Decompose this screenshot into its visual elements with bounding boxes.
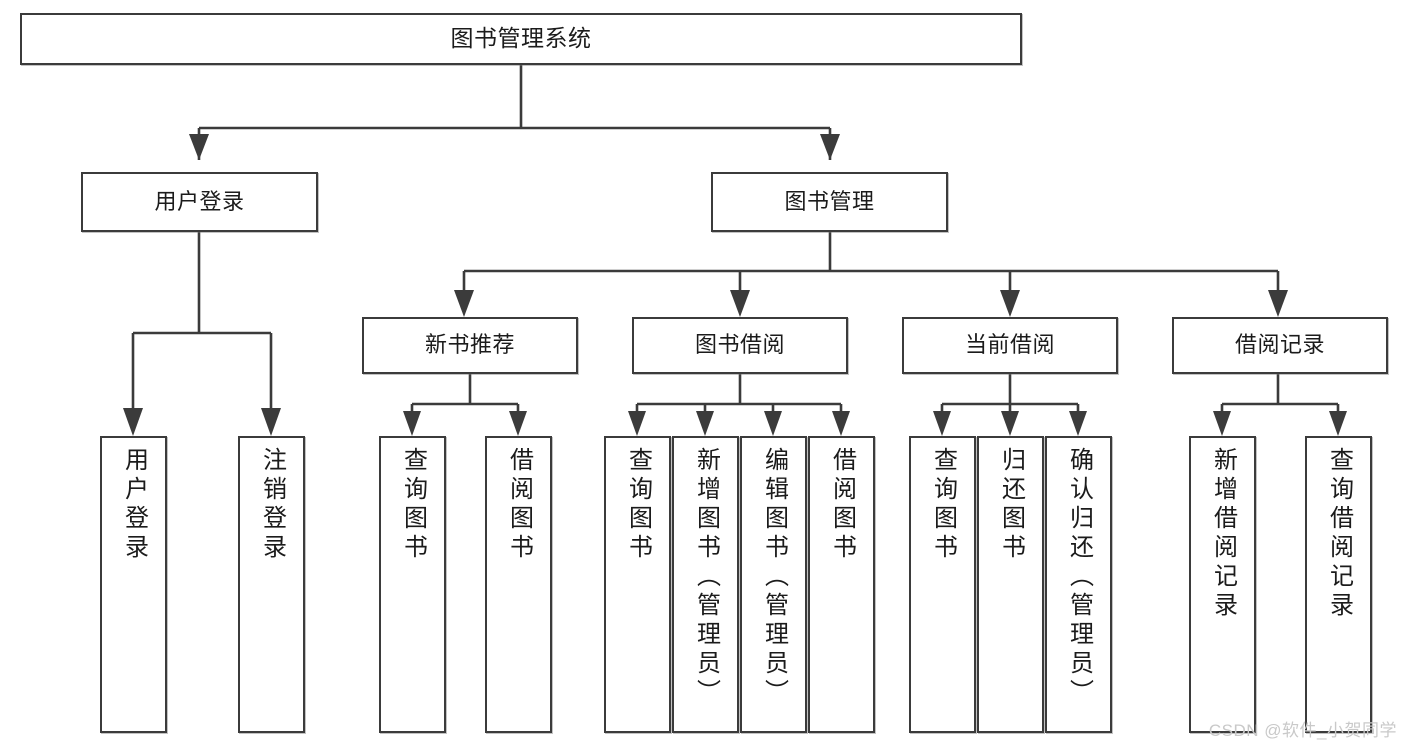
node-leaf-add-borrow-record[interactable]: 新增借阅记录 xyxy=(1189,436,1256,733)
node-leaf-add-book-admin[interactable]: 新增图书（管理员） xyxy=(672,436,739,733)
node-root-book-management-system[interactable]: 图书管理系统 xyxy=(20,13,1022,65)
node-leaf-edit-book-admin[interactable]: 编辑图书（管理员） xyxy=(740,436,807,733)
node-label: 确认归还（管理员） xyxy=(1065,447,1093,708)
node-label: 用户登录 xyxy=(120,447,148,563)
node-label: 图书借阅 xyxy=(694,332,785,358)
node-book-management[interactable]: 图书管理 xyxy=(711,172,948,232)
node-label: 借阅记录 xyxy=(1234,332,1325,358)
node-label: 借阅图书 xyxy=(828,447,856,563)
node-current-borrow[interactable]: 当前借阅 xyxy=(902,317,1118,374)
node-label: 当前借阅 xyxy=(964,332,1055,358)
node-leaf-query-book-borrow[interactable]: 查询图书 xyxy=(604,436,671,733)
node-label: 注销登录 xyxy=(258,447,286,563)
node-label: 用户登录 xyxy=(154,188,245,214)
node-book-borrow[interactable]: 图书借阅 xyxy=(632,317,848,374)
node-label: 新增图书（管理员） xyxy=(692,447,720,708)
node-leaf-logout[interactable]: 注销登录 xyxy=(238,436,305,733)
node-borrow-record[interactable]: 借阅记录 xyxy=(1172,317,1388,374)
node-label: 图书管理系统 xyxy=(450,25,592,52)
node-leaf-query-book-new[interactable]: 查询图书 xyxy=(379,436,446,733)
node-leaf-return-book[interactable]: 归还图书 xyxy=(977,436,1044,733)
node-label: 借阅图书 xyxy=(505,447,533,563)
node-leaf-borrow-book[interactable]: 借阅图书 xyxy=(808,436,875,733)
node-label: 新书推荐 xyxy=(424,332,515,358)
node-leaf-confirm-return-admin[interactable]: 确认归还（管理员） xyxy=(1045,436,1112,733)
node-label: 编辑图书（管理员） xyxy=(760,447,788,708)
node-label: 查询图书 xyxy=(624,447,652,563)
node-label: 图书管理 xyxy=(784,188,875,214)
node-leaf-user-login[interactable]: 用户登录 xyxy=(100,436,167,733)
node-new-book-recommend[interactable]: 新书推荐 xyxy=(362,317,578,374)
node-leaf-borrow-book-new[interactable]: 借阅图书 xyxy=(485,436,552,733)
node-label: 查询图书 xyxy=(399,447,427,563)
node-leaf-query-book-current[interactable]: 查询图书 xyxy=(909,436,976,733)
node-label: 归还图书 xyxy=(997,447,1025,563)
node-label: 查询借阅记录 xyxy=(1325,447,1353,621)
node-label: 查询图书 xyxy=(929,447,957,563)
node-label: 新增借阅记录 xyxy=(1209,447,1237,621)
node-user-login[interactable]: 用户登录 xyxy=(81,172,318,232)
node-leaf-query-borrow-record[interactable]: 查询借阅记录 xyxy=(1305,436,1372,733)
